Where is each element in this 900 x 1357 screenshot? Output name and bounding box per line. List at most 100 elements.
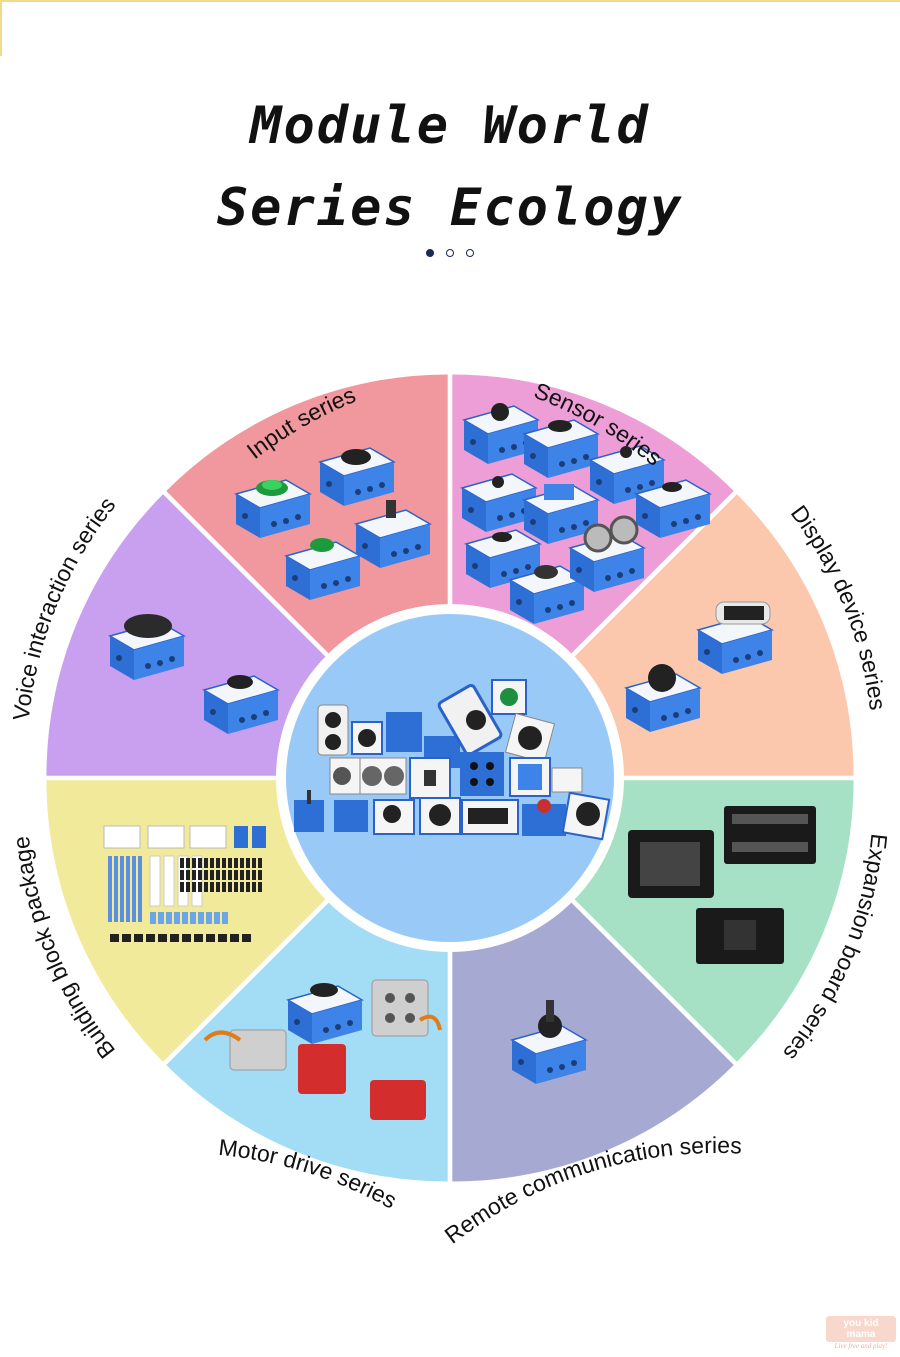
watermark-brand: you kid mama	[826, 1316, 896, 1342]
block-piece	[158, 934, 167, 942]
title-line-2: Series Ecology	[216, 178, 684, 238]
watermark-tagline: Live free and play!	[834, 1342, 888, 1350]
block-piece	[103, 825, 141, 849]
carousel-dot-1[interactable]	[426, 249, 434, 257]
block-piece	[234, 882, 238, 892]
block-piece	[189, 825, 227, 849]
block-piece	[204, 858, 208, 868]
expansion-board-modules	[628, 806, 816, 964]
block-piece	[210, 882, 214, 892]
block-piece	[170, 934, 179, 942]
block-piece	[210, 858, 214, 868]
block-piece	[258, 882, 262, 892]
block-piece	[186, 882, 190, 892]
block-piece	[122, 934, 131, 942]
block-piece	[246, 870, 250, 880]
input-series-modules	[235, 447, 431, 601]
block-piece	[228, 870, 232, 880]
block-piece	[198, 912, 204, 924]
left-border	[0, 0, 2, 56]
block-piece	[174, 912, 180, 924]
center-module-cluster	[294, 679, 611, 841]
block-piece	[108, 856, 112, 922]
block-piece	[138, 856, 142, 922]
block-piece	[234, 858, 238, 868]
block-piece	[230, 934, 239, 942]
block-piece	[240, 858, 244, 868]
block-piece	[110, 934, 119, 942]
block-piece	[149, 855, 161, 907]
block-piece	[228, 882, 232, 892]
block-piece	[120, 856, 124, 922]
block-piece	[252, 870, 256, 880]
block-piece	[258, 870, 262, 880]
title-line-1: Module World	[250, 96, 650, 156]
block-piece	[246, 882, 250, 892]
block-piece	[198, 870, 202, 880]
watermark-logo: you kid mama Live free and play!	[826, 1300, 896, 1350]
block-piece	[206, 934, 215, 942]
block-piece	[146, 934, 155, 942]
block-piece	[198, 882, 202, 892]
block-piece	[222, 912, 228, 924]
display-series-modules	[625, 601, 773, 733]
block-piece	[252, 882, 256, 892]
block-piece	[134, 934, 143, 942]
block-piece	[252, 826, 266, 848]
block-piece	[180, 858, 184, 868]
block-piece	[222, 882, 226, 892]
block-piece	[198, 858, 202, 868]
block-piece	[182, 912, 188, 924]
block-piece	[234, 870, 238, 880]
block-piece	[246, 858, 250, 868]
block-piece	[210, 870, 214, 880]
block-piece	[240, 882, 244, 892]
block-piece	[126, 856, 130, 922]
block-piece	[222, 858, 226, 868]
block-piece	[177, 855, 189, 907]
block-piece	[191, 855, 203, 907]
block-piece	[186, 870, 190, 880]
block-piece	[242, 934, 251, 942]
remote-communication-module	[511, 1000, 587, 1085]
block-piece	[182, 934, 191, 942]
block-piece	[186, 858, 190, 868]
block-piece	[228, 858, 232, 868]
block-piece	[180, 882, 184, 892]
block-piece	[192, 882, 196, 892]
block-piece	[258, 858, 262, 868]
block-piece	[114, 856, 118, 922]
carousel-dot-3[interactable]	[466, 249, 474, 257]
block-piece	[222, 870, 226, 880]
block-piece	[147, 825, 185, 849]
block-piece	[216, 882, 220, 892]
block-piece	[240, 870, 244, 880]
block-piece	[234, 826, 248, 848]
block-piece	[218, 934, 227, 942]
voice-interaction-modules	[109, 614, 279, 735]
block-piece	[214, 912, 220, 924]
block-piece	[194, 934, 203, 942]
block-piece	[252, 858, 256, 868]
block-piece	[216, 870, 220, 880]
block-piece	[180, 870, 184, 880]
block-piece	[204, 882, 208, 892]
carousel-dots	[0, 249, 900, 257]
block-piece	[206, 912, 212, 924]
top-border	[0, 0, 900, 2]
sensor-series-modules	[461, 403, 711, 625]
block-piece	[163, 855, 175, 907]
block-piece	[204, 870, 208, 880]
segment-remote-communication	[452, 902, 734, 1182]
building-block-pieces	[103, 825, 266, 942]
motor-drive-modules	[203, 979, 442, 1120]
block-piece	[190, 912, 196, 924]
block-piece	[158, 912, 164, 924]
carousel-dot-2[interactable]	[446, 249, 454, 257]
block-piece	[192, 858, 196, 868]
block-piece	[166, 912, 172, 924]
block-piece	[192, 870, 196, 880]
block-piece	[132, 856, 136, 922]
block-piece	[216, 858, 220, 868]
